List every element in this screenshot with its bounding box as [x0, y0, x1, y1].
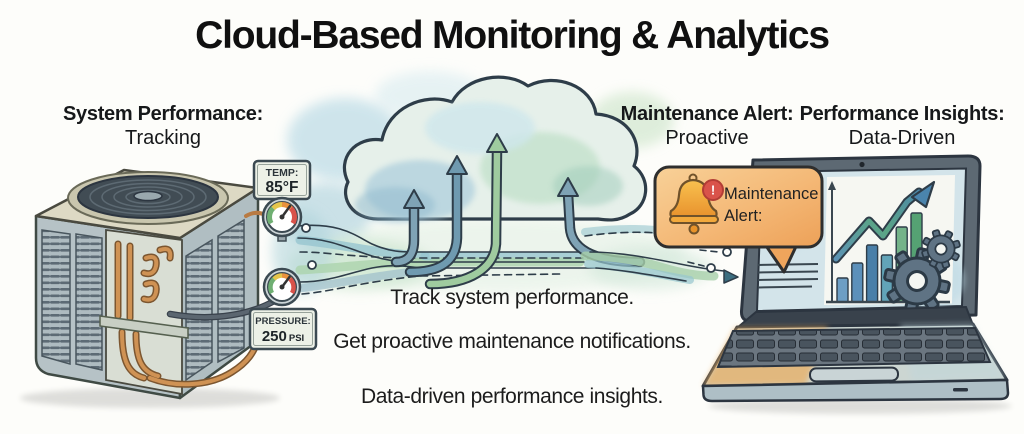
trackpad: [809, 366, 900, 383]
keyboard: [716, 326, 992, 369]
alert-bubble-line2: Alert:: [724, 207, 763, 225]
copper-pipes: [114, 240, 262, 388]
alert-badge-text: !: [711, 183, 715, 198]
section-heading: Maintenance Alert:: [620, 103, 794, 125]
chart-bar: [836, 277, 849, 303]
alert-bubble-line1: Maintenance: [724, 185, 818, 203]
chart-bar: [851, 262, 864, 303]
caption-data-driven-insights: Data-driven performance insights.: [361, 385, 663, 408]
section-subtitle: Tracking: [125, 126, 201, 149]
section-subtitle: Proactive: [665, 126, 749, 149]
section-label-maintenance-alert: Maintenance Alert: Proactive: [617, 103, 797, 150]
trend-arrow-icon: [831, 180, 936, 264]
section-heading: Performance Insights:: [799, 103, 1005, 125]
section-label-system-performance: System Performance: Tracking: [28, 103, 298, 150]
page-title: Cloud-Based Monitoring & Analytics: [195, 14, 830, 57]
section-subtitle: Data-Driven: [848, 126, 956, 149]
temp-label: TEMP:: [266, 167, 299, 179]
section-heading: System Performance:: [63, 103, 263, 125]
caption-track-performance: Track system performance.: [390, 286, 634, 309]
louver-vents: [41, 218, 245, 382]
alert-bubble: ! Maintenance Alert:: [653, 165, 824, 274]
alert-badge: !: [702, 179, 724, 201]
temp-value: 85°F: [266, 179, 299, 196]
laptop-base: [701, 322, 1010, 403]
caption-proactive-notifications: Get proactive maintenance notifications.: [333, 330, 691, 353]
fan-grille-icon: [67, 171, 229, 225]
temp-gauge-icon: [261, 196, 303, 242]
pressure-label: PRESSURE:: [255, 316, 310, 327]
hvac-unit: [20, 168, 280, 408]
bar-chart-icon: [824, 175, 968, 321]
temp-sign: TEMP: 85°F: [252, 159, 312, 201]
section-label-performance-insights: Performance Insights: Data-Driven: [797, 103, 1007, 150]
pressure-gauge-icon: [262, 267, 302, 307]
chart-bar: [865, 244, 879, 303]
